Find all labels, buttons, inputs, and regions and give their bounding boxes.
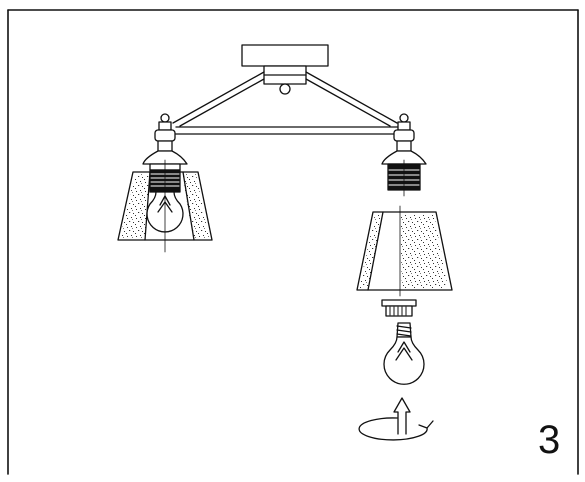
step-number: 3 bbox=[538, 418, 561, 462]
socket-ring-icon bbox=[381, 299, 417, 317]
left-lamp-shade-icon bbox=[117, 159, 213, 253]
light-bulb-icon bbox=[383, 322, 425, 385]
lamp-arm-icon bbox=[172, 71, 399, 135]
ceiling-canopy-icon bbox=[241, 44, 329, 95]
panel-frame bbox=[7, 9, 579, 475]
lamp-shade-icon bbox=[356, 205, 453, 297]
right-lamp-holder bbox=[381, 113, 427, 197]
rotate-install-icon bbox=[358, 397, 434, 441]
